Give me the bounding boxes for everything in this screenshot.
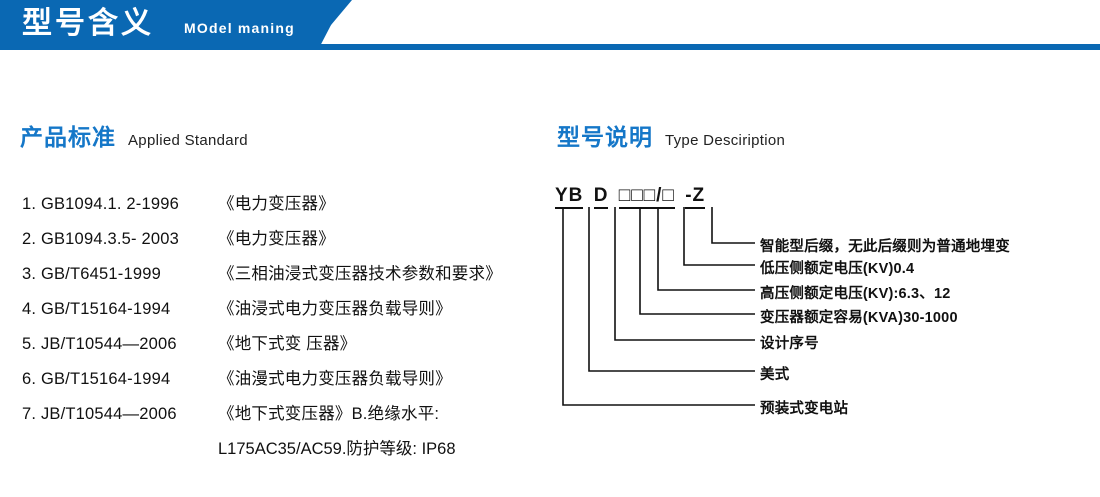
standard-name: 《地下式变压器》B.绝缘水平: — [218, 405, 440, 423]
standard-code: 3. GB/T6451-1999 — [22, 265, 161, 283]
list-item: 4. GB/T15164-1994 《油浸式电力变压器负载导则》 — [22, 295, 542, 330]
standard-name: 《地下式变 压器》 — [218, 335, 357, 353]
standard-name: 《电力变压器》 — [218, 195, 335, 213]
standard-code: 6. GB/T15164-1994 — [22, 370, 171, 388]
list-item: 6. GB/T15164-1994 《油漫式电力变压器负载导则》 — [22, 365, 542, 400]
standard-code: 5. JB/T10544—2006 — [22, 335, 177, 353]
standard-continuation-line: L175AC35/AC59.防护等级: IP68 — [218, 440, 456, 458]
model-code-diagram: YB D □□□/□ -Z 智能型后缀，无此后缀则为普通地埋变 低压侧额定电压(… — [545, 185, 1090, 445]
code-segment-box3: □ — [643, 185, 657, 209]
banner-diagonal-notch — [300, 0, 344, 50]
callout-label-hv-rated-voltage: 高压侧额定电压(KV):6.3、12 — [760, 286, 951, 302]
callout-label-rated-capacity: 变压器额定容易(KVA)30-1000 — [760, 310, 958, 326]
standards-list: 1. GB1094.1. 2-1996 《电力变压器》 2. GB1094.3.… — [22, 190, 542, 472]
list-item: 1. GB1094.1. 2-1996 《电力变压器》 — [22, 190, 542, 225]
code-segment-z: -Z — [685, 185, 706, 209]
code-segment-yb: YB — [555, 185, 584, 209]
code-segment-slash-box: /□ — [656, 185, 675, 209]
standard-name: 《油漫式电力变压器负载导则》 — [218, 370, 452, 388]
type-heading-cn: 型号说明 — [557, 124, 653, 150]
callout-label-design-serial: 设计序号 — [760, 336, 819, 352]
banner-blue-block — [0, 0, 352, 50]
code-segment-box2: □ — [631, 185, 644, 209]
standard-code: 7. JB/T10544—2006 — [22, 405, 177, 423]
callout-label-intelligent-suffix: 智能型后缀，无此后缀则为普通地埋变 — [760, 239, 1010, 255]
page-banner: 型号含义 MOdel maning — [0, 0, 1100, 52]
list-item: 2. GB1094.3.5- 2003 《电力变压器》 — [22, 225, 542, 260]
code-segment-d: D — [593, 185, 609, 209]
list-item: 3. GB/T6451-1999 《三相油浸式变压器技术参数和要求》 — [22, 260, 542, 295]
model-code-string: YB D □□□/□ -Z — [555, 185, 706, 209]
banner-title: 型号含义 — [22, 7, 154, 40]
list-item: 7. JB/T10544—2006 《地下式变压器》B.绝缘水平: — [22, 400, 542, 435]
callout-label-prefab-substation: 预装式变电站 — [760, 401, 849, 417]
list-item: 5. JB/T10544—2006 《地下式变 压器》 — [22, 330, 542, 365]
banner-horizontal-rule — [0, 44, 1100, 50]
type-heading-en: Type Desciription — [665, 132, 786, 149]
type-section-heading: 型号说明 Type Desciription — [557, 118, 785, 152]
standards-section-heading: 产品标准 Applied Standard — [20, 118, 248, 152]
standard-code: 4. GB/T15164-1994 — [22, 300, 171, 318]
standard-name: 《油浸式电力变压器负载导则》 — [218, 300, 452, 318]
code-segment-box1: □ — [618, 185, 632, 209]
callout-label-american-type: 美式 — [760, 367, 790, 383]
callout-label-lv-rated-voltage: 低压侧额定电压(KV)0.4 — [760, 261, 915, 277]
standards-heading-cn: 产品标准 — [20, 124, 116, 150]
standard-code: 2. GB1094.3.5- 2003 — [22, 230, 179, 248]
standard-code: 1. GB1094.1. 2-1996 — [22, 195, 179, 213]
leader-line-ladder — [562, 207, 755, 406]
standard-name: 《三相油浸式变压器技术参数和要求》 — [218, 265, 502, 283]
standards-heading-en: Applied Standard — [128, 132, 248, 149]
banner-subtitle: MOdel maning — [184, 20, 295, 36]
standard-name: 《电力变压器》 — [218, 230, 335, 248]
